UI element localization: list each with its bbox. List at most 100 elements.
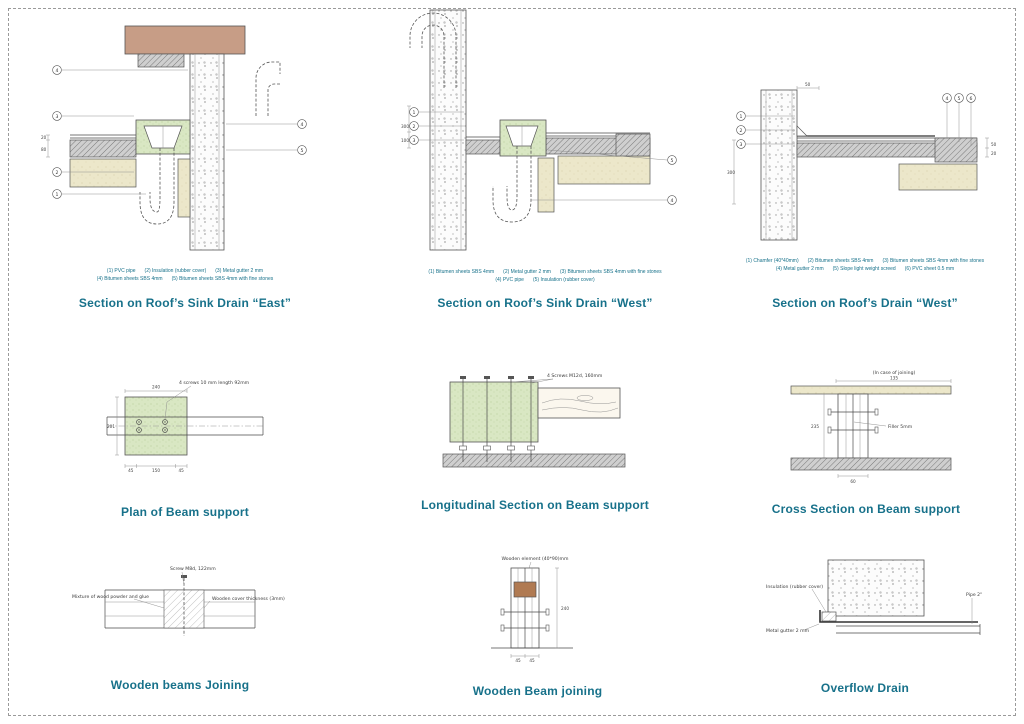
- dimension-label: 45: [529, 658, 535, 663]
- legend-item: (1) Chamfer (40*40mm): [745, 258, 799, 264]
- drawing-sink-drain-east: 4 3 2 1 4 5: [41, 25, 307, 251]
- dimension-label: 201: [107, 424, 115, 429]
- p-trap-pipe: [139, 148, 175, 225]
- panel-longitudinal-beam-support: 4 Screws M12d, 160mm Longitudinal Sectio…: [421, 370, 649, 512]
- callout: 1: [52, 189, 146, 199]
- panel-sink-drain-east: 4 3 2 1 4 5: [40, 12, 330, 310]
- post: [510, 567, 540, 649]
- callout-number: 2: [56, 170, 59, 176]
- annotation: 4 screws 10 mm length 92mm: [179, 380, 250, 386]
- top-board: [790, 385, 952, 395]
- stone-wall: [760, 89, 798, 241]
- screws: [459, 376, 535, 462]
- callout: 2: [409, 121, 464, 131]
- dimension-label: 50: [805, 82, 811, 87]
- drawing-longitudinal-beam-support: 4 Screws M12d, 160mm: [442, 373, 626, 468]
- dimension-label: 45: [515, 658, 521, 663]
- drawing-plan-beam-support: 4 screws 10 mm length 92mm 240 201 45 15…: [106, 380, 264, 473]
- panel-title: Overflow Drain: [820, 681, 910, 695]
- dimension-label: 50: [991, 142, 997, 147]
- callout: 4: [52, 65, 188, 75]
- legend-item: (4) PVC pipe: [495, 277, 524, 283]
- legend-item: (5) Slope light weight screed: [832, 266, 896, 272]
- dimension-label: 300: [401, 124, 409, 129]
- legend: (1) PVC pipe (2) Insulation (rubber cove…: [97, 268, 274, 282]
- panel-sink-drain-west: 1 2 3 5 4 300 100: [400, 8, 690, 310]
- legend: (1) Chamfer (40*40mm) (2) Bitumen sheets…: [746, 258, 984, 272]
- callout-number: 5: [958, 96, 961, 102]
- parapet-base: [137, 53, 185, 68]
- callout-number: 3: [413, 138, 416, 144]
- callout: 6: [966, 93, 976, 146]
- legend-item: (3) Bitumen sheets SBS 4mm with fine sto…: [882, 258, 985, 264]
- dimension-label: 240: [561, 606, 569, 611]
- callout-number: 4: [946, 96, 949, 102]
- callout: 4: [531, 195, 677, 205]
- callout-number: 1: [413, 110, 416, 116]
- base-slab: [442, 453, 626, 468]
- callout: 5: [226, 145, 307, 155]
- legend: (1) Bitumen sheets SBS 4mm (2) Metal gut…: [428, 269, 661, 283]
- overflow-pipe: [836, 624, 981, 635]
- wall-block: [827, 559, 925, 617]
- panel-title: Section on Roof’s Sink Drain “West”: [437, 296, 653, 310]
- beam: [106, 416, 264, 436]
- callout-number: 4: [56, 68, 59, 74]
- dimension-label: 45: [179, 468, 185, 473]
- panel-roof-drain-west: 1 2 3 4 5 6: [725, 80, 1005, 310]
- vent-pipe: [409, 12, 457, 88]
- panel-title: Wooden beams Joining: [110, 678, 250, 692]
- legend-item: (4) Bitumen sheets SBS 4mm: [96, 276, 163, 282]
- annotation: Wooden element (40*90)mm: [502, 556, 569, 562]
- drawing-wooden-beams-joining: Screw M8d, 122mm Mixture of wood powder …: [72, 566, 285, 636]
- annotation: Pipe 2": [966, 592, 982, 598]
- legend-item: (3) Bitumen sheets SBS 4mm with fine sto…: [559, 269, 662, 275]
- annotation: Metal gutter 2 mm: [766, 628, 810, 634]
- annotation: Insulation (rubber cover): [766, 584, 823, 590]
- callout: 1: [736, 111, 795, 121]
- dimension-label: 300: [727, 170, 735, 175]
- dimension-label: 135: [890, 376, 898, 381]
- metal-gutter: [819, 610, 978, 623]
- dimension-label: 20: [991, 151, 997, 156]
- screws: [136, 419, 168, 433]
- drawing-overflow-drain: Insulation (rubber cover) Pipe 2" Metal …: [766, 559, 982, 635]
- support-pier: [537, 157, 555, 213]
- legend-item: (1) PVC pipe: [106, 268, 136, 274]
- callout-number: 3: [740, 142, 743, 148]
- legend-item: (2) Insulation (rubber cover): [144, 268, 207, 274]
- legend-item: (5) Insulation (rubber cover): [532, 277, 595, 283]
- dimension: 300 100: [401, 105, 411, 149]
- dimension-label: 80: [41, 147, 47, 152]
- legend-item: (2) Bitumen sheets SBS 4mm: [807, 258, 874, 264]
- annotation: (In case of joining): [873, 370, 916, 376]
- p-trap-pipe: [492, 146, 532, 223]
- panel-title: Section on Roof’s Sink Drain “East”: [78, 296, 292, 310]
- stone-wall: [429, 9, 467, 251]
- panel-title: Wooden Beam joining: [472, 684, 603, 698]
- dimension-label: 60: [850, 479, 856, 484]
- panel-cross-beam-support: (In case of joining) 135 Filler 5mm: [766, 366, 966, 516]
- callout-number: 5: [301, 148, 304, 154]
- sheet-border: [8, 8, 1016, 716]
- callout: 2: [736, 125, 795, 135]
- dimension-label: 45: [128, 468, 134, 473]
- panel-wooden-beam-joining: Wooden element (40*90)mm 240: [455, 552, 620, 698]
- support-pier: [177, 158, 191, 218]
- annotation: Filler 5mm: [888, 424, 913, 430]
- dimension: 240 45 45: [510, 567, 569, 663]
- callout: 3: [736, 139, 795, 149]
- panel-title: Section on Roof’s Drain “West”: [772, 296, 958, 310]
- legend-item: (6) PVC sheet 0.5 mm: [904, 266, 955, 272]
- drawing-wooden-beam-joining: Wooden element (40*90)mm 240: [491, 556, 573, 663]
- dimension-label: 240: [152, 385, 160, 390]
- legend-item: (1) Bitumen sheets SBS 4mm: [428, 269, 495, 275]
- callout-number: 3: [56, 114, 59, 120]
- screw: [181, 575, 187, 636]
- parapet-coping: [124, 25, 246, 55]
- panel-plan-beam-support: 4 screws 10 mm length 92mm 240 201 45 15…: [95, 372, 275, 519]
- dimension: 60: [837, 474, 869, 484]
- callout-number: 1: [740, 114, 743, 120]
- annotation: Wooden cover thickness (3mm): [212, 596, 285, 602]
- roof-layers: [69, 134, 137, 188]
